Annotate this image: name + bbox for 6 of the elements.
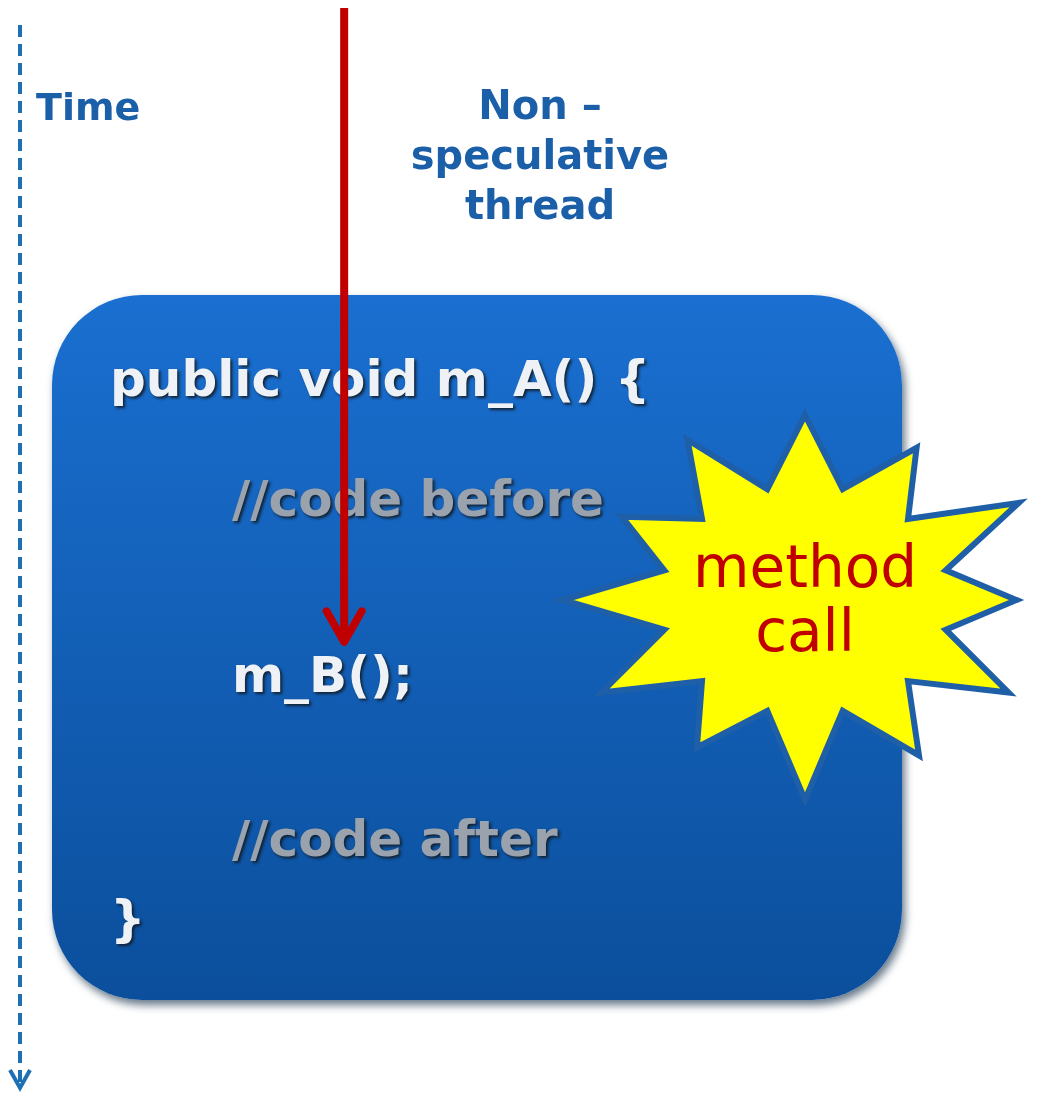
arrow [322, 8, 366, 646]
edge-label: Non – speculative thread [409, 81, 671, 230]
code-comment: //code after [232, 810, 558, 868]
code-line: } [110, 890, 146, 948]
callout-text: method call [692, 536, 918, 664]
axis-label: Time [36, 85, 141, 129]
